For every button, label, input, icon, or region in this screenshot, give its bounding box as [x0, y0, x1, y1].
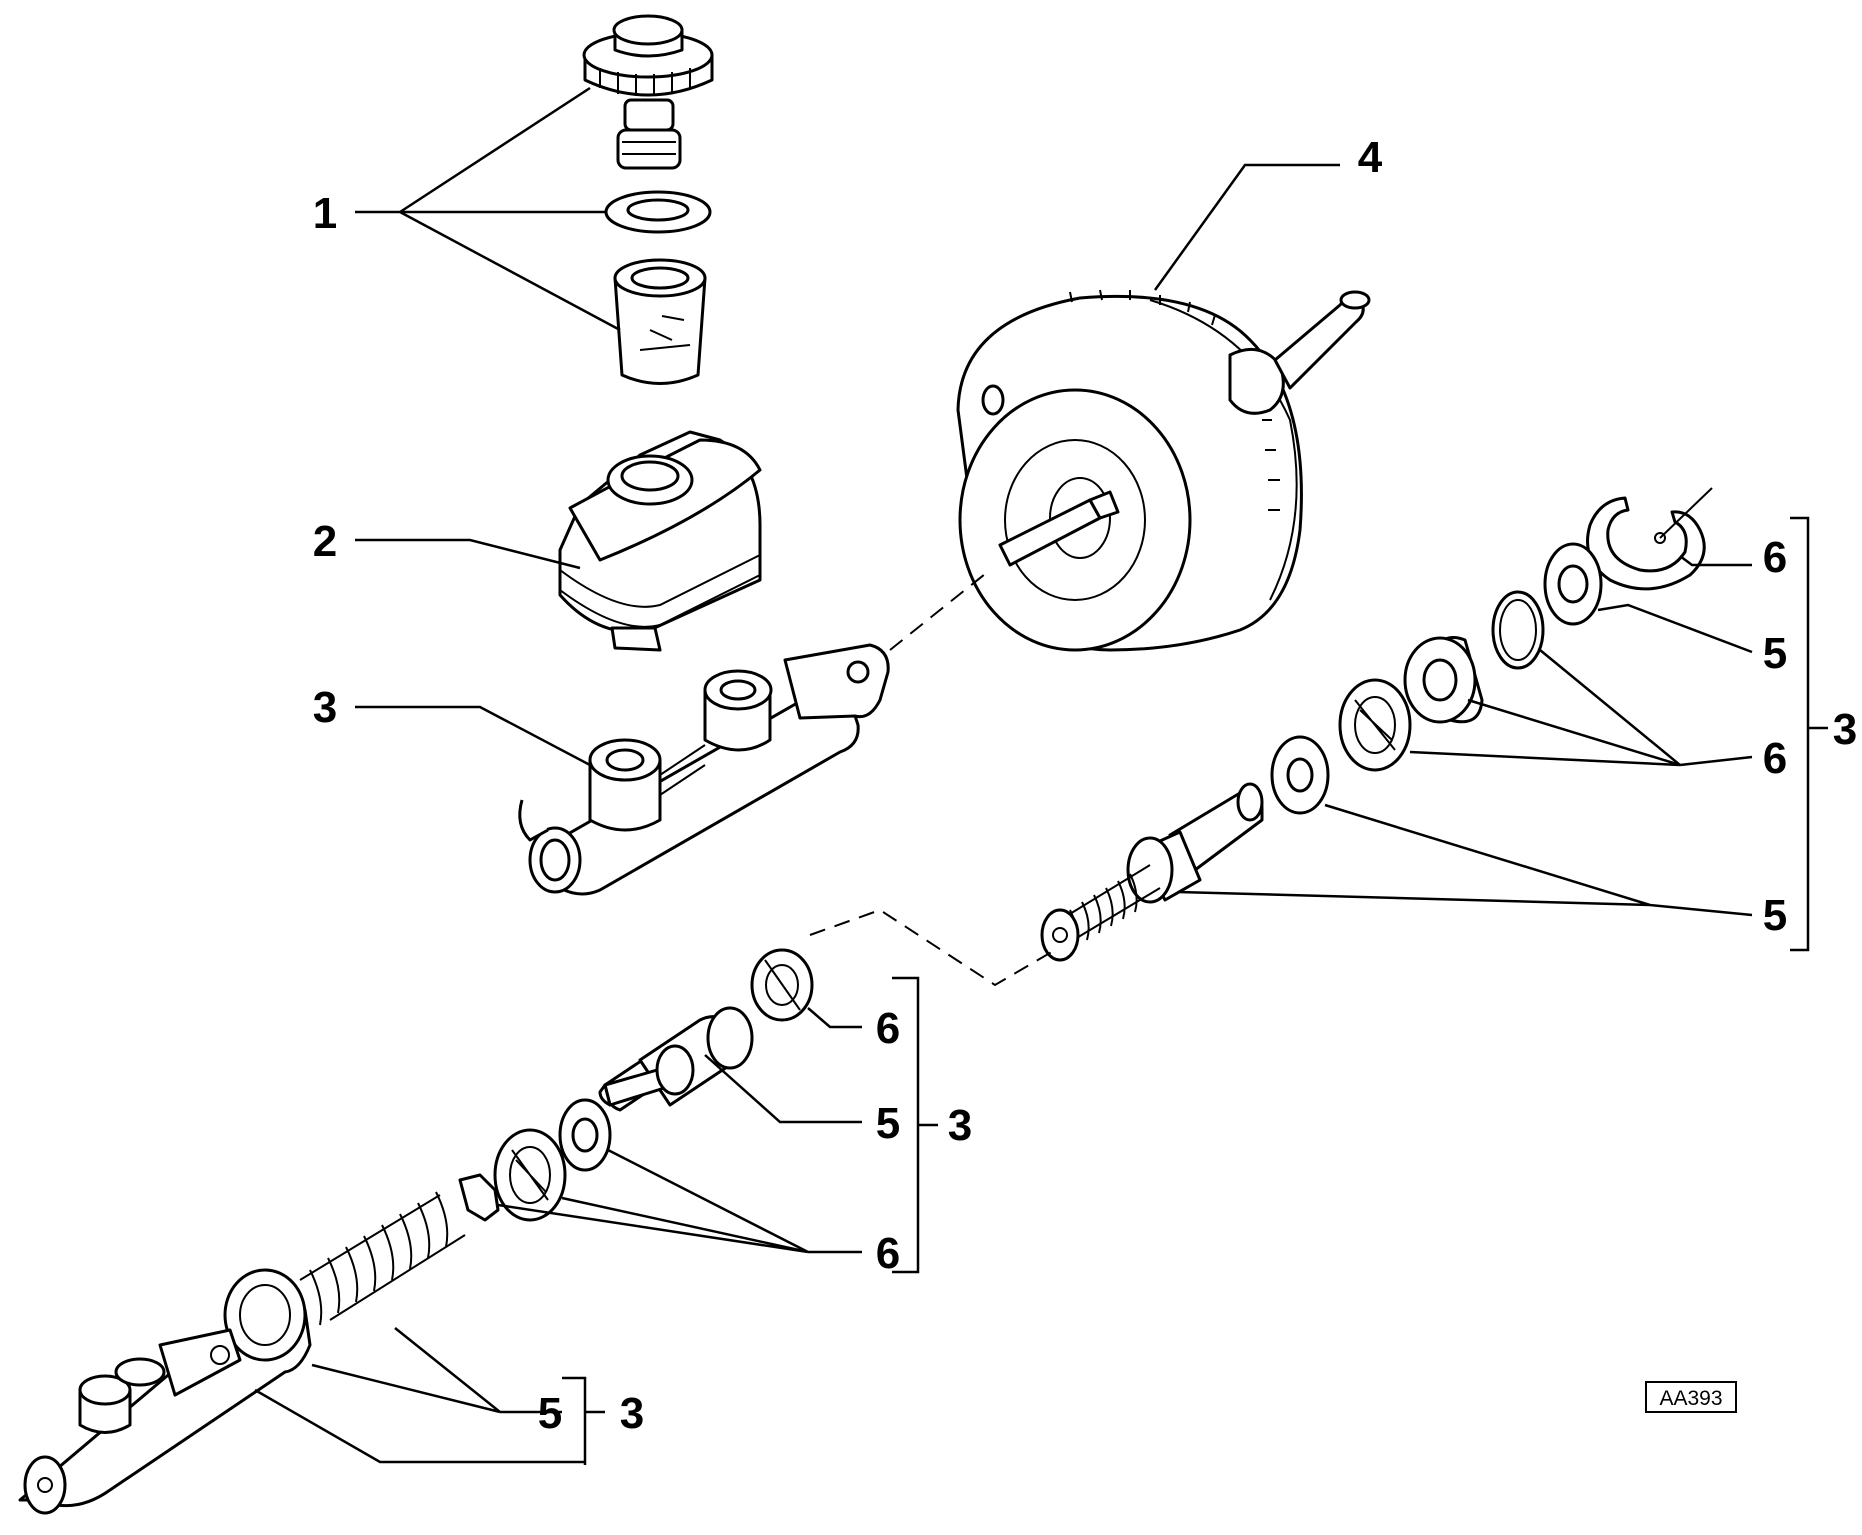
callout-2: 2	[313, 517, 337, 566]
callout-6-lower-top: 6	[876, 1004, 900, 1053]
callout-6-lower-seals: 6	[876, 1229, 900, 1278]
reference-code-box: AA393	[1645, 1381, 1737, 1413]
callout-1: 1	[313, 189, 337, 238]
callout-5-right-piston: 5	[1763, 891, 1787, 940]
callout-6-right-seals: 6	[1763, 734, 1787, 783]
secondary-piston-assembly	[18, 948, 814, 1515]
assembly-axis-lower	[809, 908, 1056, 987]
primary-piston-assembly	[1040, 487, 1713, 962]
reservoir-cap-assembly	[582, 14, 714, 385]
callout-5-right-washer: 5	[1763, 629, 1787, 678]
callout-labels: 1 2 3 4 6 5 6 5 3 6 5 3 6 5 3	[313, 133, 1857, 1438]
callout-5-bottom: 5	[538, 1389, 562, 1438]
callout-3-bottom-group: 3	[620, 1389, 644, 1438]
reference-code: AA393	[1659, 1387, 1722, 1410]
master-cylinder-body	[518, 643, 890, 896]
callout-6-right-top: 6	[1763, 533, 1787, 582]
leader-lines	[254, 86, 1828, 1465]
brake-booster	[956, 289, 1371, 652]
callout-3-lower-group: 3	[948, 1101, 972, 1150]
assembly-axis-upper	[889, 569, 991, 651]
callout-3-upper: 3	[313, 683, 337, 732]
callout-4: 4	[1358, 133, 1383, 182]
callout-5-lower-piston: 5	[876, 1099, 900, 1148]
callout-3-right-group: 3	[1833, 705, 1857, 754]
brake-fluid-reservoir	[558, 430, 762, 652]
